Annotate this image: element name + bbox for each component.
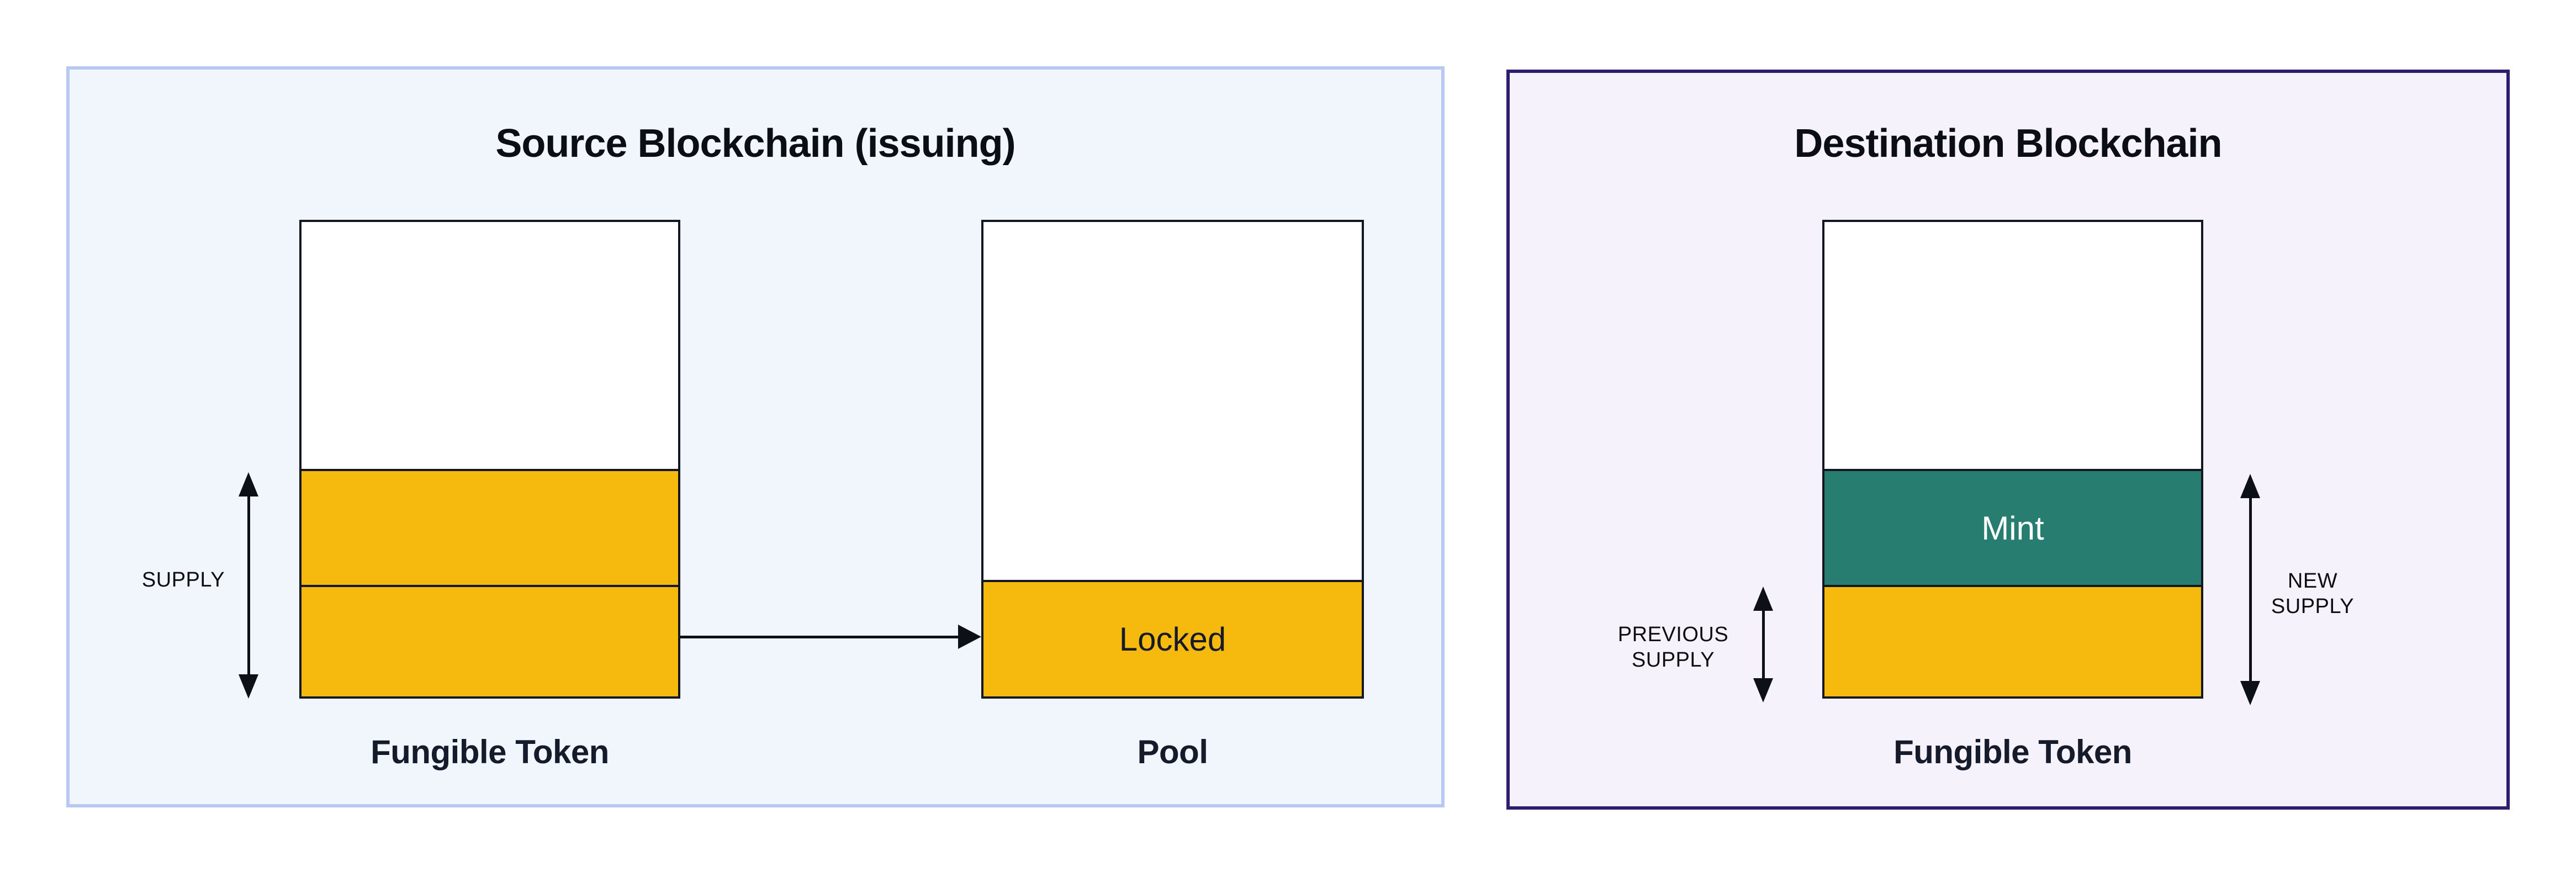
mint-label: Mint xyxy=(1981,509,2044,547)
arrowhead-up-icon xyxy=(1753,587,1773,611)
new-supply-label: NEW SUPPLY xyxy=(2230,568,2395,619)
destination-fungible-token-box: Mint xyxy=(1822,220,2203,699)
arrowhead-right-icon xyxy=(958,625,981,649)
source-fungible-token-label: Fungible Token xyxy=(371,733,609,770)
arrowhead-down-icon xyxy=(1753,678,1773,702)
source-token-supply-upper-segment xyxy=(301,469,678,585)
locked-label: Locked xyxy=(1119,621,1226,658)
pool-label: Pool xyxy=(1137,733,1209,770)
destination-token-previous-supply-segment xyxy=(1824,585,2201,696)
arrowhead-down-icon xyxy=(239,674,258,699)
new-supply-label-line1: NEW xyxy=(2287,569,2338,593)
source-panel-title: Source Blockchain (issuing) xyxy=(495,121,1015,166)
arrow-shaft xyxy=(247,495,250,675)
destination-token-mint-segment: Mint xyxy=(1824,469,2201,585)
pool-empty-segment xyxy=(983,222,1362,580)
source-token-unissued-segment xyxy=(301,222,678,469)
arrowhead-up-icon xyxy=(239,472,258,496)
supply-label: SUPPLY xyxy=(141,568,225,591)
source-fungible-token-box xyxy=(299,220,680,699)
source-token-supply-lower-segment xyxy=(301,585,678,696)
previous-supply-label-line1: PREVIOUS xyxy=(1617,623,1729,646)
destination-fungible-token-label: Fungible Token xyxy=(1893,733,2132,770)
arrowhead-down-icon xyxy=(2240,681,2260,705)
pool-box: Locked xyxy=(981,220,1364,699)
pool-locked-segment: Locked xyxy=(983,580,1362,696)
arrow-shaft xyxy=(2249,497,2252,682)
destination-panel-title: Destination Blockchain xyxy=(1794,121,2222,166)
arrowhead-up-icon xyxy=(2240,474,2260,498)
destination-token-unissued-segment xyxy=(1824,222,2201,469)
previous-supply-label: PREVIOUS SUPPLY xyxy=(1590,622,1756,673)
arrow-shaft xyxy=(680,636,959,638)
arrow-shaft xyxy=(1762,610,1765,679)
previous-supply-label-line2: SUPPLY xyxy=(1631,648,1715,672)
new-supply-label-line2: SUPPLY xyxy=(2271,595,2355,618)
